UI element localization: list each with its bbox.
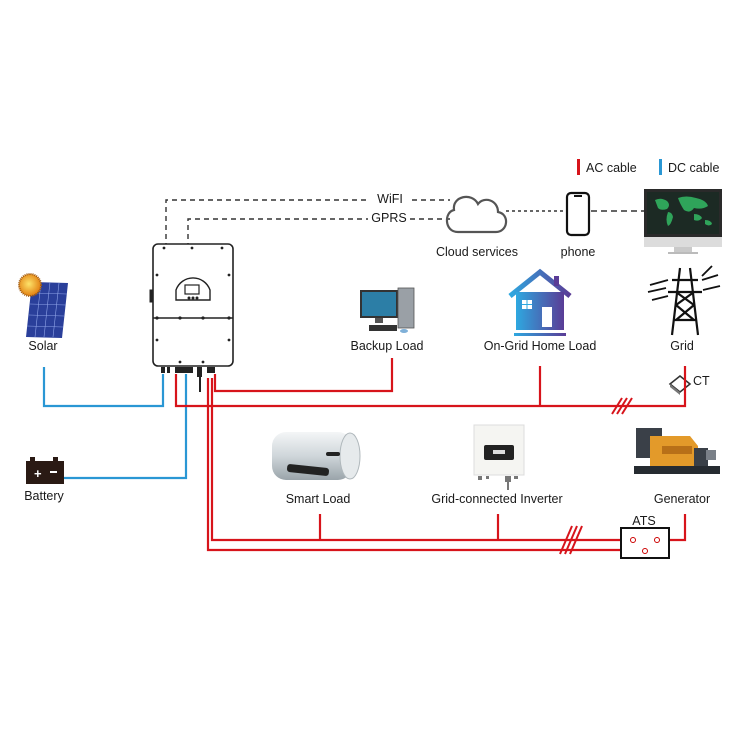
- sun-icon: [18, 273, 42, 297]
- generator-label: Generator: [653, 492, 711, 506]
- legend: [577, 159, 662, 175]
- ct-sensor-icon: [668, 374, 692, 395]
- ac-cables: [174, 358, 687, 555]
- string-inverter-icon: [473, 424, 525, 490]
- backup-load-label: Backup Load: [350, 339, 424, 353]
- solar-dc-cable: [42, 367, 165, 408]
- hybrid-inverter-icon: [149, 243, 234, 392]
- comm-lines: [165, 199, 644, 248]
- svg-text:+: +: [34, 466, 42, 481]
- monitor-icon: [644, 189, 722, 254]
- gen-bus-ac-cable: [206, 378, 644, 552]
- solar-label: Solar: [28, 339, 58, 353]
- gprs-label: GPRS: [371, 211, 407, 225]
- solar-panel-icon: [18, 273, 68, 338]
- water-heater-icon: [272, 432, 361, 480]
- grid-ac-cable: [174, 366, 687, 408]
- battery-label: Battery: [24, 489, 64, 503]
- backup-load-ac-cable: [213, 358, 394, 393]
- legend-dc-swatch: [659, 159, 662, 175]
- cloud-label: Cloud services: [436, 245, 518, 259]
- battery-icon: +: [26, 457, 64, 484]
- generator-icon: [634, 428, 720, 474]
- cloud-icon: [445, 195, 508, 234]
- desktop-computer-icon: [360, 287, 415, 333]
- break-marks-lower: [559, 525, 583, 555]
- legend-dc-label: DC cable: [668, 161, 720, 175]
- load-bus-ac-cable: [210, 378, 632, 542]
- wifi-line: [165, 199, 370, 248]
- grid-label: Grid: [670, 339, 694, 353]
- gprs-line: [187, 218, 368, 248]
- power-tower-icon: [647, 265, 721, 336]
- ats-label: ATS: [632, 514, 656, 528]
- legend-ac-label: AC cable: [586, 161, 637, 175]
- legend-ac-swatch: [577, 159, 580, 175]
- smart-load-label: Smart Load: [285, 492, 351, 506]
- phone-icon: [565, 191, 591, 237]
- phone-label: phone: [560, 245, 596, 259]
- ats-switch-icon: [620, 527, 670, 559]
- battery-dc-cable: [64, 374, 188, 480]
- home-load-label: On-Grid Home Load: [483, 339, 597, 353]
- wifi-label: WiFI: [377, 192, 403, 206]
- ct-label: CT: [693, 374, 710, 388]
- grid-inverter-label: Grid-connected Inverter: [431, 492, 563, 506]
- break-marks-upper: [611, 397, 633, 415]
- house-icon: [508, 268, 572, 336]
- dc-cables: [42, 367, 188, 480]
